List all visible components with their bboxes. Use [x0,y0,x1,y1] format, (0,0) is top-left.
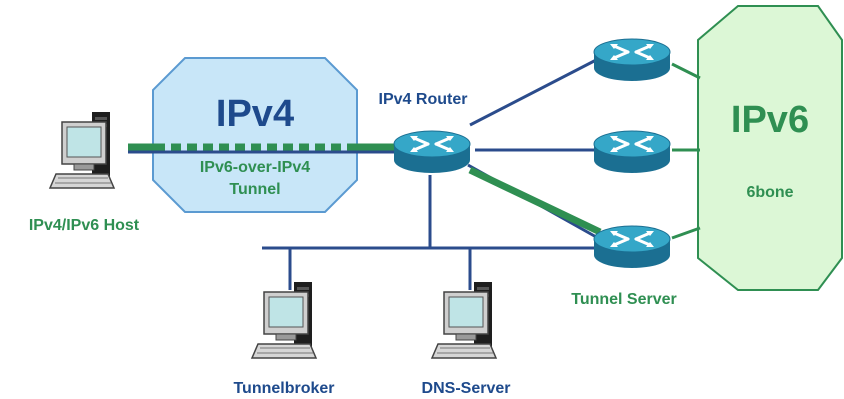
link-top-server-to-ipv6 [671,62,701,80]
ipv6-cloud [697,5,843,291]
router-icon [592,37,672,83]
ipv6-cloud-label: IPv6 [731,99,809,141]
router-icon [592,129,672,175]
ipv4-cloud-label: IPv4 [216,93,294,135]
router-icon [592,224,672,270]
tunnel-lines [128,62,701,240]
computer-icon [251,281,317,359]
host-label: IPv4/IPv6 Host [29,217,140,234]
computer-icon [49,111,115,189]
sixbone-label: 6bone [746,184,793,201]
tunnel-label-line2: Tunnel [229,181,280,198]
tunnel-label-line1: IPv6-over-IPv4 [200,159,310,176]
link-bottom-server-to-ipv6 [671,226,701,240]
ipv4-cloud [152,57,358,213]
tunnel-server-label: Tunnel Server [571,291,677,308]
ipv4-router-label: IPv4 Router [379,91,468,108]
router-icon [392,129,472,175]
tunnelbroker-label: Tunnelbroker [233,380,334,397]
link-router-to-top-server [469,56,601,127]
dns-server-label: DNS-Server [422,380,511,397]
computer-icon [431,281,497,359]
tunnel-router-to-server [468,166,602,236]
